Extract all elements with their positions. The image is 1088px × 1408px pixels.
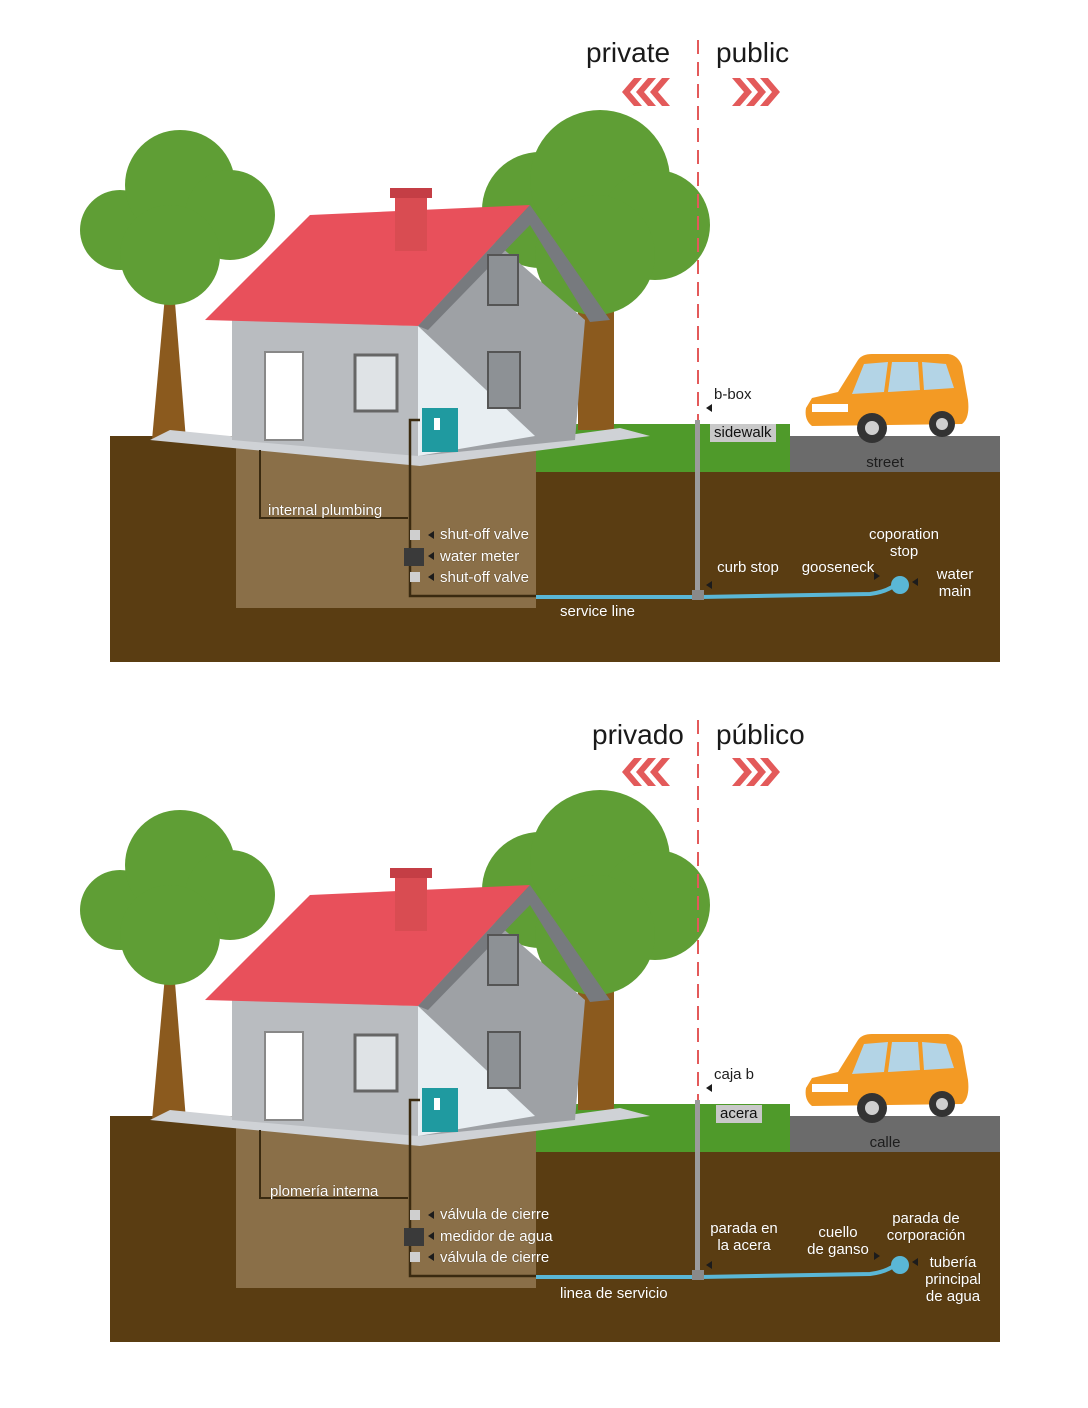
gooseneck-label-line: cuello: [818, 1224, 858, 1241]
scene-illustration: [80, 40, 1000, 662]
shutoff-valve-bottom-icon: [410, 572, 420, 582]
roof: [205, 205, 530, 326]
roof-edge: [418, 205, 610, 330]
service-line-label: service line: [560, 603, 636, 620]
curb-stop-icon: [692, 590, 704, 600]
car-icon: [805, 1034, 969, 1123]
corporation-stop-label-line: stop: [889, 543, 919, 560]
shutoff-valve-bottom-label: válvula de cierre: [440, 1249, 550, 1266]
b-box-label: b-box: [714, 386, 752, 403]
house-riser-pipe: [408, 1098, 536, 1278]
private-arrow-icon: [622, 758, 670, 786]
internal-plumbing-label: internal plumbing: [268, 502, 383, 519]
label-pointers: [428, 1084, 918, 1269]
chimney: [395, 873, 427, 931]
public-arrow-icon: [732, 758, 780, 786]
water-main-label-line: main: [938, 583, 972, 600]
house-riser-pipe: [408, 418, 536, 598]
private-label: privado: [592, 719, 684, 750]
public-label: público: [716, 719, 805, 750]
internal-plumbing-label: plomería interna: [270, 1183, 379, 1200]
shutoff-valve-top-label: shut-off valve: [440, 526, 529, 543]
window-front: [353, 1033, 399, 1093]
shutoff-valve-top-icon: [410, 530, 420, 540]
roof: [205, 885, 530, 1006]
street-label: calle: [869, 1134, 901, 1151]
window-side-upper: [487, 934, 519, 986]
private-arrow-icon: [622, 78, 670, 106]
tree-left: [80, 810, 275, 1120]
water-meter-icon: [404, 1228, 424, 1246]
door: [264, 1031, 304, 1121]
shutoff-valve-bottom-icon: [410, 1252, 420, 1262]
service-line-label: linea de servicio: [560, 1285, 668, 1302]
shutoff-valve-top-label: válvula de cierre: [440, 1206, 550, 1223]
shutoff-valve-top-icon: [410, 1210, 420, 1220]
window-front: [353, 353, 399, 413]
water-main-label-line: water: [936, 566, 974, 583]
water-main-icon: [891, 576, 909, 594]
public-label: public: [716, 37, 790, 68]
gooseneck-label-line: gooseneck: [801, 559, 875, 576]
house-slab: [150, 428, 650, 466]
corporation-stop-label-line: coporation: [868, 526, 940, 543]
water-meter-label: medidor de agua: [440, 1228, 553, 1245]
water-main-label-line: tubería: [929, 1254, 977, 1271]
scene-illustration: [80, 720, 1000, 1342]
window-side-upper: [487, 254, 519, 306]
public-arrow-icon: [732, 78, 780, 106]
corporation-stop-label-line: parada de: [892, 1210, 960, 1227]
diagram-panel-es: privado público caja b acera calle plome…: [0, 680, 1088, 1370]
basement: [236, 1128, 536, 1288]
car-icon: [805, 354, 969, 443]
gooseneck-label-line: de ganso: [807, 1241, 869, 1258]
internal-plumbing-pipe: [259, 450, 408, 519]
basement: [236, 448, 536, 608]
corporation-stop-label-line: corporación: [886, 1227, 966, 1244]
gooseneck-label: gooseneck: [790, 559, 886, 576]
window-side-lower: [487, 1031, 521, 1089]
curb-box-riser: [695, 1100, 700, 1276]
window-side-lower: [487, 351, 521, 409]
sidewalk-label: sidewalk: [710, 424, 776, 442]
shutoff-valve-bottom-label: shut-off valve: [440, 569, 529, 586]
curb-box-riser: [695, 420, 700, 596]
tree-back: [482, 790, 710, 1110]
curb-stop-label: curb stop: [700, 559, 796, 576]
tree-back: [482, 110, 710, 430]
street-surface: [790, 1116, 1000, 1152]
water-main-label-line: principal: [925, 1271, 981, 1288]
water-main-icon: [891, 1256, 909, 1274]
street-surface: [790, 436, 1000, 472]
chimney: [395, 193, 427, 251]
water-meter-label: water meter: [440, 548, 520, 565]
curb-stop-label-line: curb stop: [717, 559, 779, 576]
curb-stop-icon: [692, 1270, 704, 1280]
label-pointers: [428, 404, 918, 589]
water-meter-icon: [404, 548, 424, 566]
b-box-label: caja b: [714, 1066, 755, 1083]
tree-left: [80, 130, 275, 440]
curb-stop-label-line: la acera: [717, 1237, 771, 1254]
street-label: street: [866, 454, 904, 471]
curb-stop-label-line: parada en: [710, 1220, 778, 1237]
house-slab: [150, 1108, 650, 1146]
diagram-panel-en: private public b-box sidewalk street int…: [0, 0, 1088, 690]
sidewalk-label: acera: [716, 1105, 762, 1123]
water-main-label-line: de agua: [925, 1288, 981, 1305]
internal-plumbing-pipe: [259, 1130, 408, 1199]
private-label: private: [586, 37, 671, 68]
door: [264, 351, 304, 441]
roof-edge: [418, 885, 610, 1010]
